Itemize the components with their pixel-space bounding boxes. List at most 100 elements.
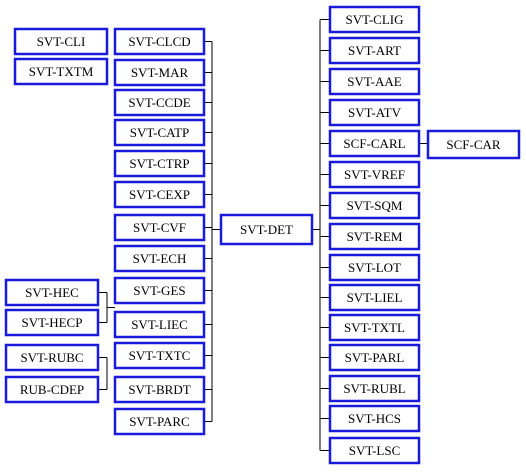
node-label: SVT-ATV bbox=[348, 105, 402, 120]
node-label: SVT-HECP bbox=[22, 315, 83, 330]
node-svt-cvf: SVT-CVF bbox=[113, 213, 206, 242]
node-label: SVT-CLCD bbox=[128, 34, 190, 49]
node-label: SVT-LIEL bbox=[347, 290, 403, 305]
node-box bbox=[113, 276, 206, 305]
node-box bbox=[113, 58, 206, 87]
node-svt-liec: SVT-LIEC bbox=[113, 310, 206, 339]
node-box bbox=[328, 283, 421, 312]
node-label: SVT-HEC bbox=[25, 285, 79, 300]
node-label: SVT-VREF bbox=[344, 167, 405, 182]
node-label: SCF-CAR bbox=[446, 137, 501, 152]
node-svt-lot: SVT-LOT bbox=[328, 253, 421, 282]
node-box bbox=[113, 213, 206, 242]
node-label: SVT-LOT bbox=[348, 260, 401, 275]
node-label: SVT-CLI bbox=[37, 34, 86, 49]
node-box bbox=[113, 407, 206, 436]
node-boxes: SVT-DET SVT-CLI SVT-TXTM SVT-CLCD SVT-MAR SVT… bbox=[4, 5, 521, 465]
node-label: SVT-LIEC bbox=[131, 317, 188, 332]
node-svt-clcd: SVT-CLCD bbox=[113, 27, 206, 56]
node-box bbox=[113, 27, 206, 56]
node-label: SVT-RUBC bbox=[20, 350, 83, 365]
node-label: SVT-TXTL bbox=[344, 320, 405, 335]
node-label: SVT-TXTM bbox=[29, 64, 94, 79]
node-box bbox=[4, 343, 100, 372]
node-scf-car: SCF-CAR bbox=[426, 129, 521, 160]
node-svt-txtm: SVT-TXTM bbox=[13, 57, 109, 86]
node-svt-det: SVT-DET bbox=[219, 213, 314, 246]
node-label: SVT-ART bbox=[348, 43, 401, 58]
node-box bbox=[113, 341, 206, 370]
node-label: SVT-SQM bbox=[347, 198, 403, 213]
node-label: SVT-ECH bbox=[133, 251, 187, 266]
node-svt-ccde: SVT-CCDE bbox=[113, 88, 206, 117]
node-svt-cexp: SVT-CEXP bbox=[113, 180, 206, 209]
node-svt-hec: SVT-HEC bbox=[4, 278, 100, 307]
node-label: SVT-CVF bbox=[133, 220, 186, 235]
node-label: SVT-AAE bbox=[347, 74, 401, 89]
node-box bbox=[113, 88, 206, 117]
node-box bbox=[113, 375, 206, 404]
node-box bbox=[328, 343, 421, 372]
node-svt-rem: SVT-REM bbox=[328, 222, 421, 251]
node-label: SVT-CLIG bbox=[345, 12, 403, 27]
node-svt-parl: SVT-PARL bbox=[328, 343, 421, 372]
node-label: SVT-RUBL bbox=[343, 381, 405, 396]
node-svt-lsc: SVT-LSC bbox=[328, 436, 421, 465]
node-box bbox=[328, 191, 421, 220]
node-label: RUB-CDEP bbox=[20, 382, 84, 397]
node-box bbox=[328, 436, 421, 465]
node-label: SVT-BRDT bbox=[128, 382, 190, 397]
node-svt-catp: SVT-CATP bbox=[113, 118, 206, 147]
connector-lines bbox=[98, 19, 428, 451]
node-svt-mar: SVT-MAR bbox=[113, 58, 206, 87]
node-box bbox=[328, 160, 421, 189]
node-svt-sqm: SVT-SQM bbox=[328, 191, 421, 220]
node-svt-art: SVT-ART bbox=[328, 36, 421, 65]
node-svt-rubc: SVT-RUBC bbox=[4, 343, 100, 372]
node-box bbox=[328, 36, 421, 65]
node-label: SVT-LSC bbox=[349, 443, 401, 458]
node-svt-ech: SVT-ECH bbox=[113, 244, 206, 273]
node-svt-ges: SVT-GES bbox=[113, 276, 206, 305]
node-svt-liel: SVT-LIEL bbox=[328, 283, 421, 312]
node-box bbox=[113, 149, 206, 178]
node-box bbox=[328, 67, 421, 96]
node-label: SVT-CCDE bbox=[128, 95, 190, 110]
node-box bbox=[113, 244, 206, 273]
node-label: SVT-GES bbox=[133, 283, 185, 298]
node-label: SVT-HCS bbox=[348, 411, 401, 426]
node-label: SVT-PARL bbox=[345, 350, 405, 365]
node-box bbox=[426, 129, 521, 160]
node-box bbox=[328, 5, 421, 34]
node-svt-txtc: SVT-TXTC bbox=[113, 341, 206, 370]
node-svt-txtl: SVT-TXTL bbox=[328, 313, 421, 342]
node-box bbox=[219, 213, 314, 246]
node-box bbox=[328, 404, 421, 433]
node-box bbox=[13, 27, 109, 56]
node-box bbox=[328, 374, 421, 403]
node-label: SVT-DET bbox=[240, 222, 293, 237]
node-svt-rubl: SVT-RUBL bbox=[328, 374, 421, 403]
node-box bbox=[113, 180, 206, 209]
node-label: SVT-CEXP bbox=[129, 187, 190, 202]
node-box bbox=[328, 313, 421, 342]
node-box bbox=[4, 278, 100, 307]
node-svt-clig: SVT-CLIG bbox=[328, 5, 421, 34]
node-svt-hecp: SVT-HECP bbox=[4, 308, 100, 337]
node-label: SVT-CTRP bbox=[129, 156, 189, 171]
node-box bbox=[13, 57, 109, 86]
node-svt-atv: SVT-ATV bbox=[328, 98, 421, 127]
node-label: SVT-MAR bbox=[131, 65, 189, 80]
node-box bbox=[328, 98, 421, 127]
node-label: SCF-CARL bbox=[343, 136, 405, 151]
node-rub-cdep: RUB-CDEP bbox=[4, 375, 100, 404]
node-scf-carl: SCF-CARL bbox=[328, 129, 421, 158]
node-label: SVT-TXTC bbox=[129, 348, 191, 363]
node-svt-ctrp: SVT-CTRP bbox=[113, 149, 206, 178]
node-box bbox=[113, 118, 206, 147]
node-box bbox=[328, 129, 421, 158]
node-box bbox=[4, 308, 100, 337]
node-svt-aae: SVT-AAE bbox=[328, 67, 421, 96]
node-label: SVT-CATP bbox=[130, 125, 189, 140]
